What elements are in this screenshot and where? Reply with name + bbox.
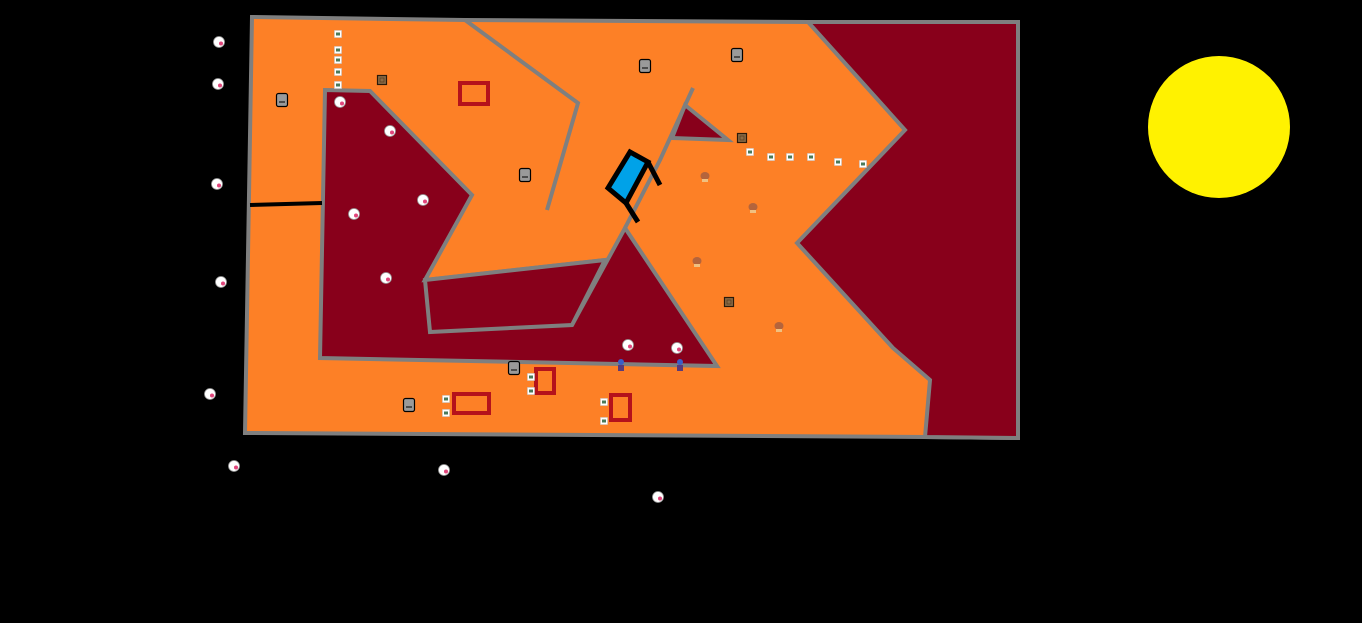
red-box xyxy=(534,367,556,395)
player-icon xyxy=(677,359,683,371)
boo-icon xyxy=(204,388,216,400)
boo-icon xyxy=(211,178,223,190)
sun xyxy=(1148,56,1290,198)
boo-icon xyxy=(348,208,360,220)
item-block-icon xyxy=(527,387,535,395)
thwomp-icon xyxy=(402,397,416,413)
water-pool xyxy=(604,148,663,224)
used-block-icon xyxy=(723,296,735,308)
goomba-icon xyxy=(700,172,710,182)
item-block-icon xyxy=(334,56,342,64)
boo-icon xyxy=(671,342,683,354)
item-block-icon xyxy=(807,153,815,161)
pit-right xyxy=(794,20,1020,441)
red-box xyxy=(452,392,491,415)
item-block-icon xyxy=(767,153,775,161)
item-block-icon xyxy=(746,148,754,156)
used-block-icon xyxy=(736,132,748,144)
boo-icon xyxy=(213,36,225,48)
item-block-icon xyxy=(334,68,342,76)
goomba-icon xyxy=(774,322,784,332)
boo-icon xyxy=(334,96,346,108)
boo-icon xyxy=(417,194,429,206)
item-block-icon xyxy=(334,30,342,38)
boo-icon xyxy=(380,272,392,284)
red-box xyxy=(609,393,632,422)
boo-icon xyxy=(212,78,224,90)
item-block-icon xyxy=(442,409,450,417)
thwomp-icon xyxy=(518,167,532,183)
red-box xyxy=(458,81,490,106)
item-block-icon xyxy=(834,158,842,166)
wall-line xyxy=(623,87,695,229)
player-icon xyxy=(618,359,624,371)
item-block-icon xyxy=(334,81,342,89)
gate-line xyxy=(249,201,323,207)
thwomp-icon xyxy=(638,58,652,74)
item-block-icon xyxy=(600,417,608,425)
item-block-icon xyxy=(600,398,608,406)
item-block-icon xyxy=(334,46,342,54)
wall-line xyxy=(463,18,581,211)
item-block-icon xyxy=(859,160,867,168)
thwomp-icon xyxy=(507,360,521,376)
goomba-icon xyxy=(748,203,758,213)
boo-icon xyxy=(622,339,634,351)
item-block-icon xyxy=(527,373,535,381)
boo-icon xyxy=(384,125,396,137)
thwomp-icon xyxy=(730,47,744,63)
pit-inner-gap xyxy=(422,257,609,335)
boo-icon xyxy=(438,464,450,476)
boo-icon xyxy=(652,491,664,503)
boo-icon xyxy=(228,460,240,472)
item-block-icon xyxy=(786,153,794,161)
used-block-icon xyxy=(376,74,388,86)
item-block-icon xyxy=(442,395,450,403)
thwomp-icon xyxy=(275,92,289,108)
boo-icon xyxy=(215,276,227,288)
goomba-icon xyxy=(692,257,702,267)
